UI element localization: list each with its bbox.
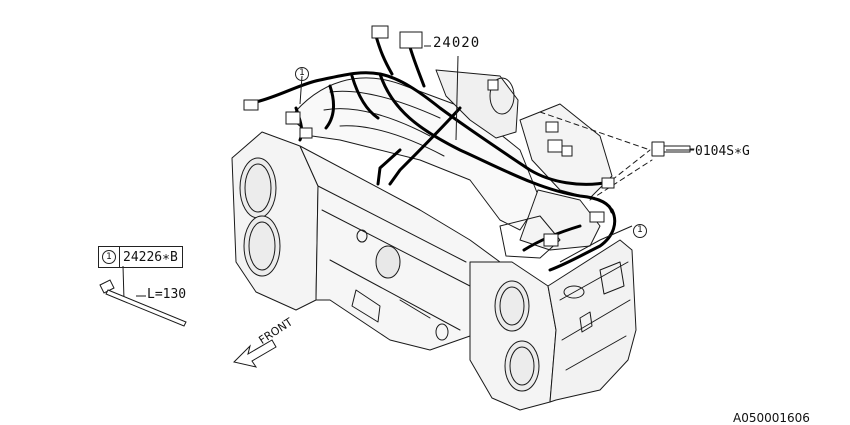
bolt-part-number: 0104S∗G [695,144,750,159]
front-arrow-icon [233,339,277,368]
bolt-locator-lines [539,111,653,201]
callout-number: 1 [295,66,309,81]
bolt-icon [651,141,695,157]
left-timing-cover [231,131,319,311]
callout-circle-icon: 1 [633,219,647,238]
wiring-harness [254,34,617,272]
legend-part-number: 24226∗B [123,249,178,265]
callout-number: 1 [633,223,647,238]
clip-length-label: L=130 [147,287,187,302]
callout-circle-icon: 1 [295,62,309,81]
parts-legend: 1 24226∗B [98,246,183,268]
engine-block [299,145,501,351]
harness-connectors [243,25,615,247]
cable-tie-icon [99,279,187,327]
harness-part-number: 24020 [433,35,481,51]
legend-index-cell: 1 [99,247,120,267]
transmission-housing [547,239,637,403]
right-timing-cover [469,261,557,411]
diagram-id: A050001606 [733,411,810,425]
leader-lines [122,45,694,301]
legend-index-number: 1 [102,250,116,264]
